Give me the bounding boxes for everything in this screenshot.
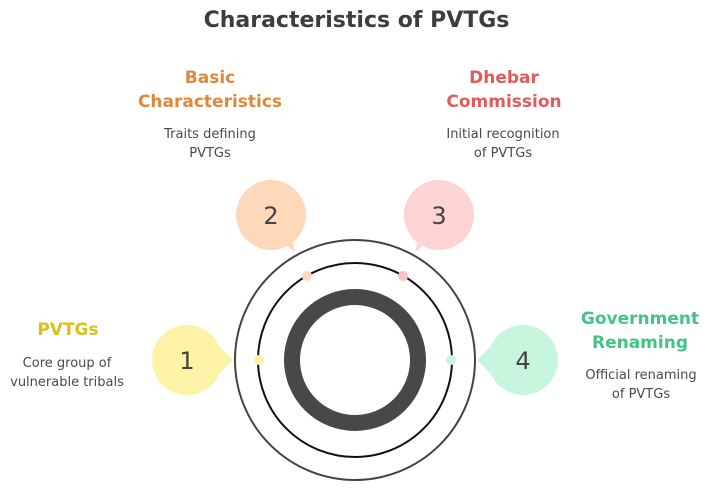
step-3-dot xyxy=(398,271,408,281)
step-2-number: 2 xyxy=(263,202,278,230)
step-1-heading-line: PVTGs xyxy=(37,320,99,340)
step-3-heading-line: Commission xyxy=(446,92,562,112)
step-3-description: Initial recognition of PVTGs xyxy=(414,125,592,163)
step-2-description-line: PVTGs xyxy=(189,146,231,161)
step-1-number: 1 xyxy=(179,347,194,375)
step-2-heading-line: Basic xyxy=(184,68,236,88)
step-1-description: Core group of vulnerable tribals xyxy=(0,354,134,392)
diagram-title: Characteristics of PVTGs xyxy=(203,8,510,33)
step-4-number: 4 xyxy=(515,347,530,375)
step-4-description: Official renaming of PVTGs xyxy=(568,366,713,404)
outer-ring xyxy=(234,239,476,481)
step-1-bubble: 1 xyxy=(152,325,233,395)
step-2-description: Traits defining PVTGs xyxy=(130,125,290,163)
step-3-bubble: 3 xyxy=(404,180,474,252)
step-4-description-line: of PVTGs xyxy=(611,387,671,402)
step-3-description-line: Initial recognition xyxy=(446,127,560,142)
step-1-description-line: Core group of xyxy=(22,356,112,371)
step-2-heading: Basic Characteristics xyxy=(120,66,300,114)
step-1-dot xyxy=(254,355,264,365)
step-1-heading: PVTGs xyxy=(0,318,136,342)
step-3-number: 3 xyxy=(431,202,446,230)
step-3-heading: Dhebar Commission xyxy=(420,66,588,114)
step-4-heading-line: Government xyxy=(580,309,700,329)
step-2-heading-line: Characteristics xyxy=(137,92,283,112)
step-4-dot xyxy=(446,355,456,365)
step-2-bubble: 2 xyxy=(236,180,306,252)
step-3-description-line: of PVTGs xyxy=(473,146,533,161)
inner-thick-ring xyxy=(284,289,426,431)
step-1-description-line: vulnerable tribals xyxy=(10,375,124,390)
step-4-heading-line: Renaming xyxy=(591,333,688,353)
step-3-heading-line: Dhebar xyxy=(469,68,539,88)
step-4-bubble: 4 xyxy=(477,325,558,395)
step-2-dot xyxy=(302,271,312,281)
step-4-heading: Government Renaming xyxy=(566,307,713,355)
step-2-description-line: Traits defining xyxy=(164,127,256,142)
step-4-description-line: Official renaming xyxy=(585,368,697,383)
